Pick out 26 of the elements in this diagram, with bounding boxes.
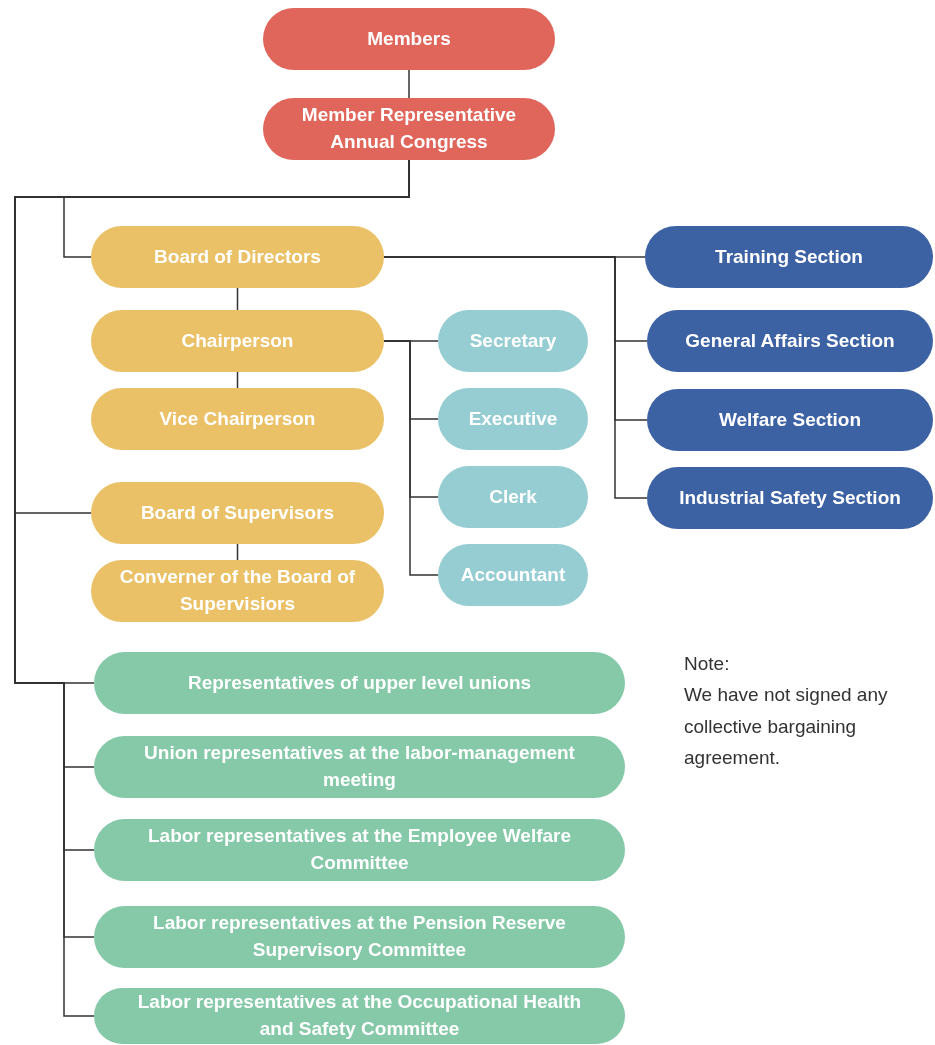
- box-label: Secretary: [469, 328, 557, 353]
- box-label: Training Section: [715, 244, 863, 269]
- box-label: Labor representatives at the Employee Welfare Committee: [146, 824, 573, 875]
- box-label: Members: [367, 26, 451, 51]
- box-label: Clerk: [489, 484, 537, 509]
- box-label: Accountant: [460, 562, 566, 587]
- box-label: Board of Supervisors: [140, 500, 335, 525]
- box-label: Labor representatives at the Occupational Health and Safety Committee: [136, 990, 583, 1041]
- box-label: General Affairs Section: [685, 328, 895, 353]
- box-label: Vice Chairperson: [159, 406, 316, 431]
- note-text: Note:: [684, 652, 731, 676]
- box-label: Executive: [468, 406, 558, 431]
- box-label: Converner of the Board of Supervisiors: [118, 565, 357, 616]
- box-label: Representatives of upper level unions: [187, 670, 532, 695]
- note-text: We have not signed any collective bargaining agreement.: [684, 683, 889, 771]
- box-label: Board of Directors: [154, 244, 321, 269]
- box-label: Union representatives at the labor-management meeting: [143, 741, 576, 792]
- connector-line: [408, 69, 410, 99]
- box-label: Member Representative Annual Congress: [300, 103, 518, 154]
- connector-line: [383, 340, 439, 576]
- connector-line: [236, 287, 239, 311]
- box-label: Labor representatives at the Pension Reserve Supervisory Committee: [152, 911, 567, 962]
- box-label: Industrial Safety Section: [679, 485, 901, 510]
- rounded-box: [94, 988, 625, 1044]
- box-label: Welfare Section: [718, 407, 862, 432]
- box-label: Chairperson: [181, 328, 294, 353]
